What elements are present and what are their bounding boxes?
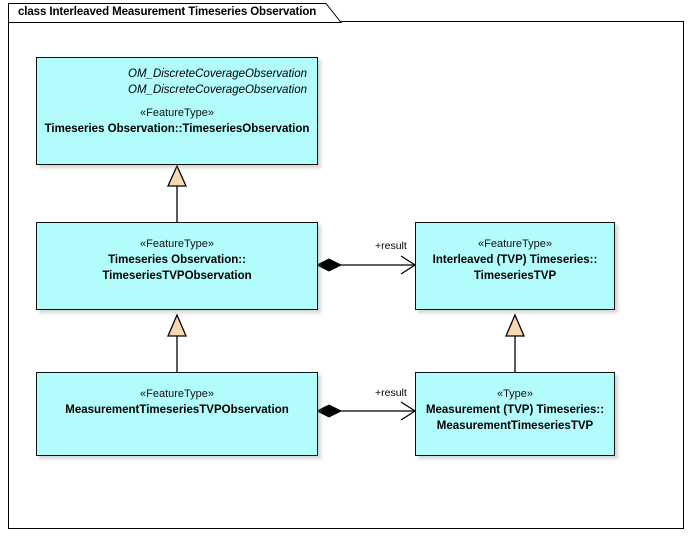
class-name: TimeseriesTVP — [473, 270, 557, 282]
class-box-timeseries-tvp-observation[interactable]: «FeatureType» Timeseries Observation:: T… — [36, 222, 318, 310]
title-tab-shape — [8, 3, 342, 23]
parent-class-line: OM_DiscreteCoverageObservation — [128, 68, 307, 80]
association-label-result-lower: +result — [375, 387, 407, 399]
class-box-measurement-timeseries-tvp-observation[interactable]: «FeatureType» MeasurementTimeseriesTVPOb… — [36, 372, 318, 456]
class-name: TimeseriesTVPObservation — [102, 270, 252, 282]
class-name: Timeseries Observation:: — [108, 254, 246, 266]
class-name: MeasurementTimeseriesTVP — [436, 420, 594, 432]
class-box-measurement-timeseries-tvp[interactable]: «Type» Measurement (TVP) Timeseries:: Me… — [415, 372, 615, 456]
class-stereotype: «FeatureType» — [140, 238, 214, 250]
association-label-result-upper: +result — [375, 240, 407, 252]
class-name: MeasurementTimeseriesTVPObservation — [65, 404, 289, 416]
class-box-timeseries-tvp[interactable]: «FeatureType» Interleaved (TVP) Timeseri… — [415, 222, 615, 310]
class-stereotype: «Type» — [496, 388, 534, 400]
class-name: Interleaved (TVP) Timeseries:: — [432, 254, 598, 266]
class-stereotype: «FeatureType» — [140, 388, 214, 400]
class-name: Timeseries Observation::TimeseriesObserv… — [44, 123, 310, 135]
class-box-timeseries-observation[interactable]: OM_DiscreteCoverageObservation OM_Discre… — [36, 57, 318, 165]
parent-class-line: OM_DiscreteCoverageObservation — [128, 84, 307, 96]
class-stereotype: «FeatureType» — [140, 107, 214, 119]
class-stereotype: «FeatureType» — [478, 238, 552, 250]
box-spacer — [37, 98, 317, 106]
page-title: class Interleaved Measurement Timeseries… — [18, 6, 317, 18]
class-name: Measurement (TVP) Timeseries:: — [425, 404, 605, 416]
